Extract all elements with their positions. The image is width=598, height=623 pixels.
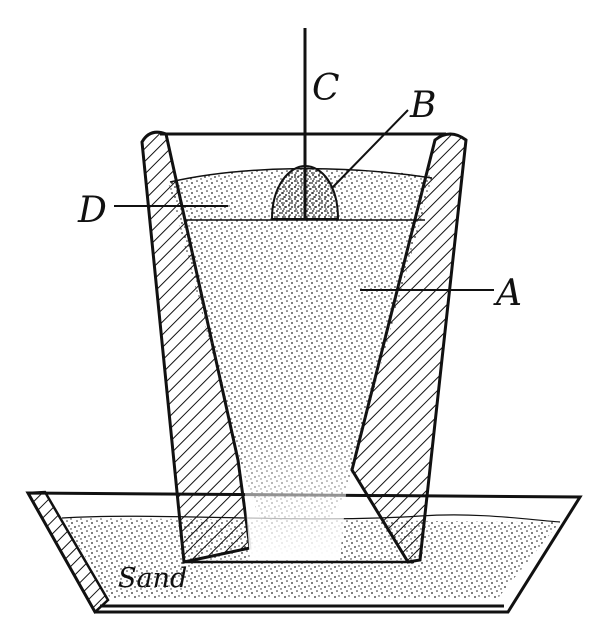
- label-sand: Sand: [118, 563, 187, 594]
- left-wall: [140, 130, 252, 564]
- crucible-walls: [140, 130, 468, 564]
- label-d: D: [77, 190, 107, 231]
- label-a: A: [493, 273, 522, 314]
- leader-b: [331, 109, 409, 189]
- label-b: B: [409, 85, 436, 126]
- label-c: C: [312, 68, 340, 109]
